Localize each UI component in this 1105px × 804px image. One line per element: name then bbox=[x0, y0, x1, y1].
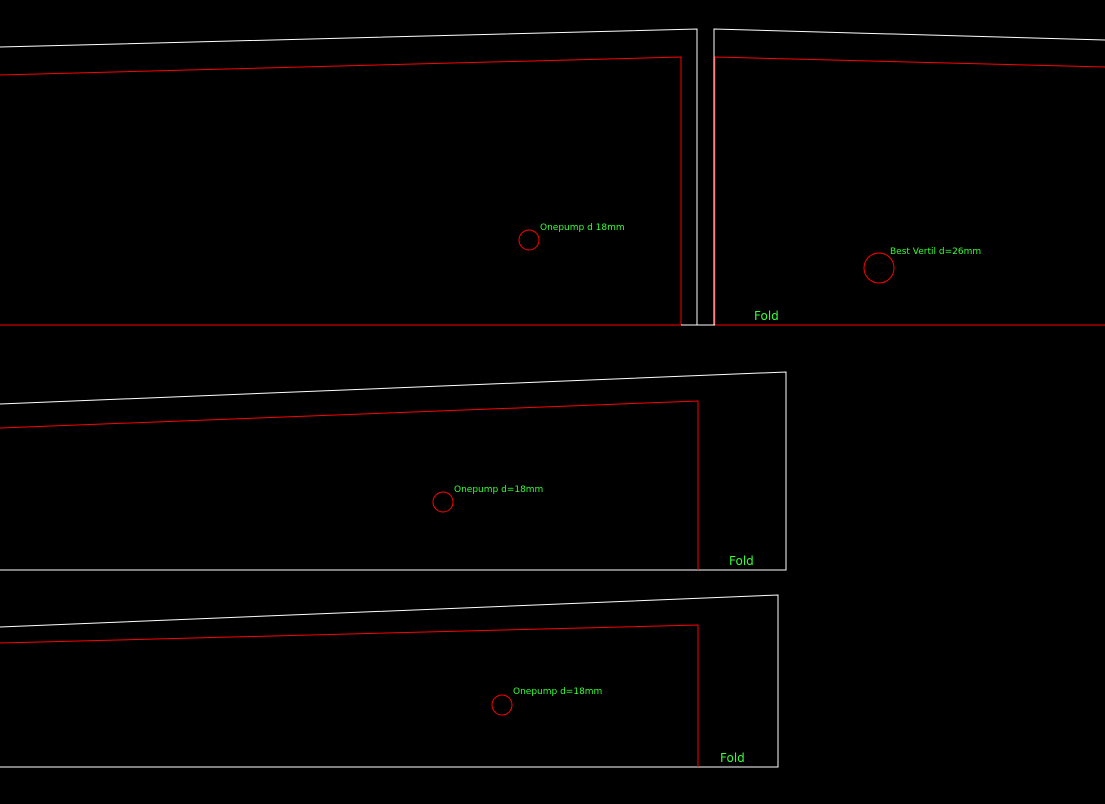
panel-1-right-label: Best Vertil d=26mm bbox=[890, 247, 981, 257]
panel-1-right-outline bbox=[713, 28, 1105, 325]
panel-2-outline bbox=[0, 371, 787, 571]
panel-1-left-outline bbox=[0, 28, 698, 325]
panel-1: Onepump d 18mm Best Vertil d=26mm Fold bbox=[0, 28, 1105, 326]
panel-2-inner-line bbox=[0, 400, 699, 570]
panel-1-fold-label: Fold bbox=[754, 309, 779, 323]
panel-2: Onepump d=18mm Fold bbox=[0, 371, 787, 571]
panel-1-left-inner-line bbox=[0, 56, 682, 325]
panel-1-right-inner-line bbox=[714, 56, 1105, 325]
panel-1-left-hole bbox=[518, 229, 540, 251]
panel-3-label: Onepump d=18mm bbox=[513, 687, 602, 697]
panel-3-fold-label: Fold bbox=[720, 751, 745, 765]
panel-3-outline bbox=[0, 594, 779, 768]
panel-2-label: Onepump d=18mm bbox=[454, 485, 543, 495]
panel-1-left-label: Onepump d 18mm bbox=[540, 223, 625, 233]
panel-1-right-hole bbox=[863, 252, 895, 284]
panel-3-inner-line bbox=[0, 624, 699, 767]
panel-2-hole bbox=[432, 491, 454, 513]
panel-2-fold-label: Fold bbox=[729, 554, 754, 568]
panel-3-hole bbox=[491, 694, 513, 716]
panel-3: Onepump d=18mm Fold bbox=[0, 594, 779, 768]
